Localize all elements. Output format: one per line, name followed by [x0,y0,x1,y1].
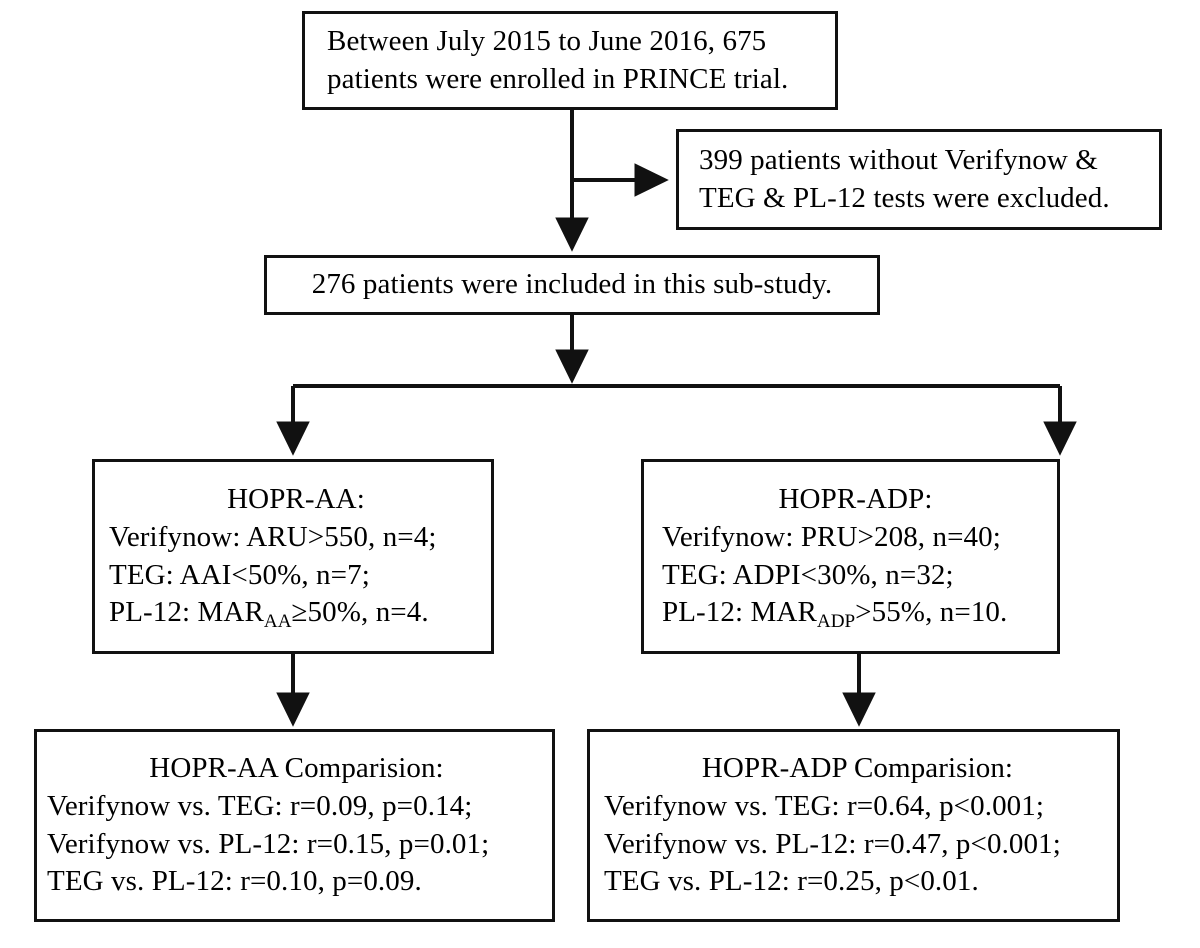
hopr-adp-row-3-prefix: PL-12: [662,596,751,629]
connector-split-bar [276,384,1077,456]
comparison-aa-heading: HOPR-AA Comparision: [149,752,444,785]
hopr-aa-row-2-prefix: TEG: AAI<50%, n=7; [109,558,370,591]
hopr-adp-row-1-prefix: Verifynow: PRU>208, n=40; [662,520,1001,553]
hopr-adp-row-2: TEG: ADPI<30%, n=32; [662,557,1049,595]
comparison-adp-line-1: Verifynow vs. TEG: r=0.64, p<0.001; [604,789,1045,822]
excluded-line-2: TEG & PL-12 tests were excluded. [699,181,1110,214]
hopr-aa-row-2: TEG: AAI<50%, n=7; [109,557,483,595]
node-hopr-adp: HOPR-ADP: Verifynow: PRU>208, n=40; TEG:… [641,459,1060,654]
comparison-adp-heading: HOPR-ADP Comparision: [701,752,1014,785]
hopr-adp-heading: HOPR-ADP: [778,483,933,516]
node-comparison-aa: HOPR-AA Comparision: Verifynow vs. TEG: … [34,729,555,922]
hopr-adp-row-3-base: MAR [750,596,817,629]
hopr-aa-row-1: Verifynow: ARU>550, n=4; [109,519,483,557]
hopr-adp-row-3: PL-12: MARADP>55%, n=10. [662,594,1049,632]
node-enrollment: Between July 2015 to June 2016, 675 pati… [302,11,838,110]
comparison-aa-line-3: TEG vs. PL-12: r=0.10, p=0.09. [47,865,422,898]
hopr-aa-row-3: PL-12: MARAA≥50%, n=4. [109,594,483,632]
hopr-adp-row-1: Verifynow: PRU>208, n=40; [662,519,1049,557]
substudy-line-1: 276 patients were included in this sub-s… [311,268,833,301]
hopr-adp-row-3-subscript: ADP [816,610,856,632]
hopr-adp-row-2-prefix: TEG: ADPI<30%, n=32; [662,558,954,591]
enrollment-line-2: patients were enrolled in PRINCE trial. [327,62,789,95]
hopr-aa-row-3-prefix: PL-12: [109,596,198,629]
node-hopr-aa: HOPR-AA: Verifynow: ARU>550, n=4; TEG: A… [92,459,494,654]
node-comparison-adp: HOPR-ADP Comparision: Verifynow vs. TEG:… [587,729,1120,922]
comparison-aa-line-1: Verifynow vs. TEG: r=0.09, p=0.14; [47,789,473,822]
hopr-aa-row-3-base: MAR [197,596,264,629]
excluded-line-1: 399 patients without Verifynow & [699,143,1098,176]
enrollment-line-1: Between July 2015 to June 2016, 675 [327,24,767,57]
node-substudy: 276 patients were included in this sub-s… [264,255,880,315]
hopr-aa-row-3-suffix: ≥50%, n=4. [291,596,429,629]
hopr-aa-row-1-prefix: Verifynow: ARU>550, n=4; [109,520,437,553]
node-excluded: 399 patients without Verifynow & TEG & P… [676,129,1162,230]
hopr-adp-row-3-suffix: >55%, n=10. [855,596,1008,629]
hopr-aa-row-3-subscript: AA [263,610,292,632]
hopr-aa-heading: HOPR-AA: [227,483,365,516]
comparison-adp-line-2: Verifynow vs. PL-12: r=0.47, p<0.001; [604,827,1061,860]
comparison-adp-line-3: TEG vs. PL-12: r=0.25, p<0.01. [604,865,979,898]
comparison-aa-line-2: Verifynow vs. PL-12: r=0.15, p=0.01; [47,827,490,860]
